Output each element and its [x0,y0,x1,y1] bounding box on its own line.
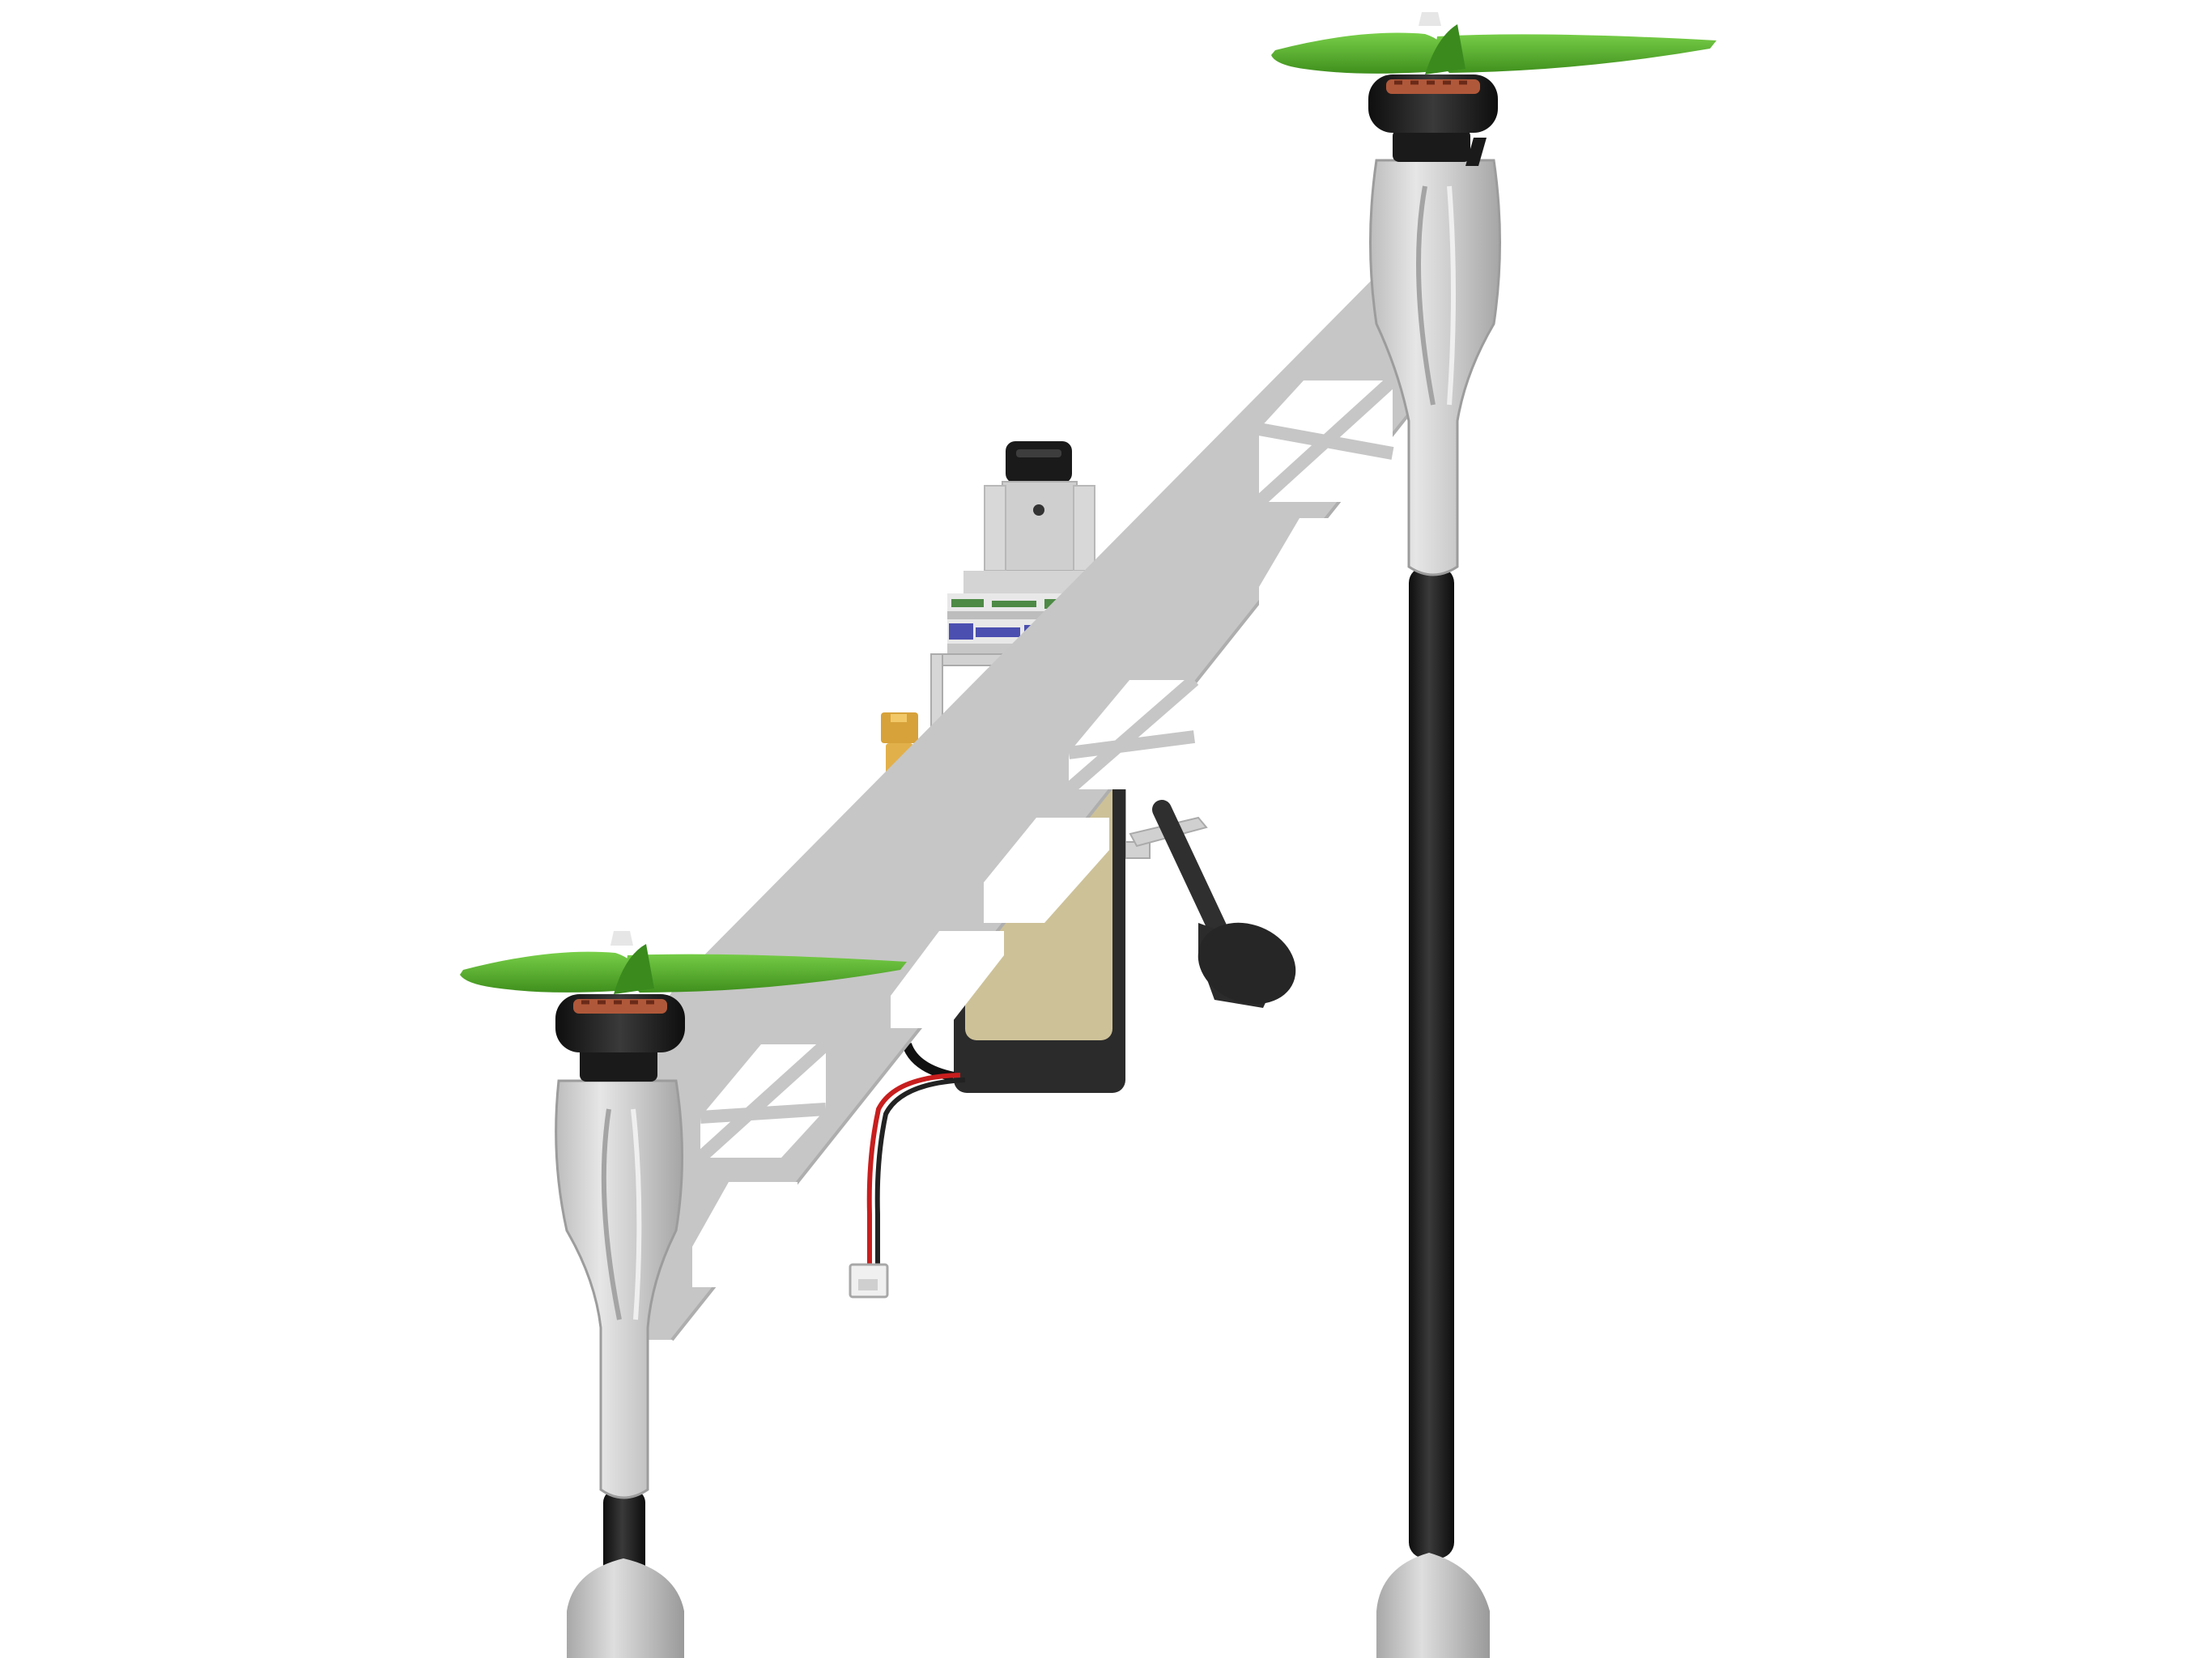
left-leg-rod [603,1490,645,1579]
camera-body [1002,481,1078,572]
frame-arm [648,279,1447,1341]
right-motor-assembly [1271,12,1716,576]
right-motor-housing [1369,159,1501,576]
camera-lens [1006,441,1072,483]
left-motor-base [580,1046,657,1082]
truss-braces [696,376,1397,1163]
right-leg-rod [1409,567,1454,1558]
left-foot [567,1558,684,1658]
left-motor-housing [555,1079,683,1499]
balance-lead [849,1073,966,1299]
battery-cable [902,1042,955,1082]
left-propeller-nut [610,931,633,946]
frame-arm-plate [648,279,1445,1340]
right-propeller [1271,32,1716,74]
left-propeller [460,951,907,993]
right-propeller-nut [1419,12,1441,26]
left-motor-assembly [460,931,907,1499]
right-leg [1376,567,1490,1658]
vtx-antenna [1129,800,1296,1008]
right-motor-base [1393,130,1470,162]
camera-mount [984,485,1006,572]
camera-screw [1033,504,1044,516]
right-foot [1376,1553,1490,1658]
left-leg [567,1490,684,1658]
